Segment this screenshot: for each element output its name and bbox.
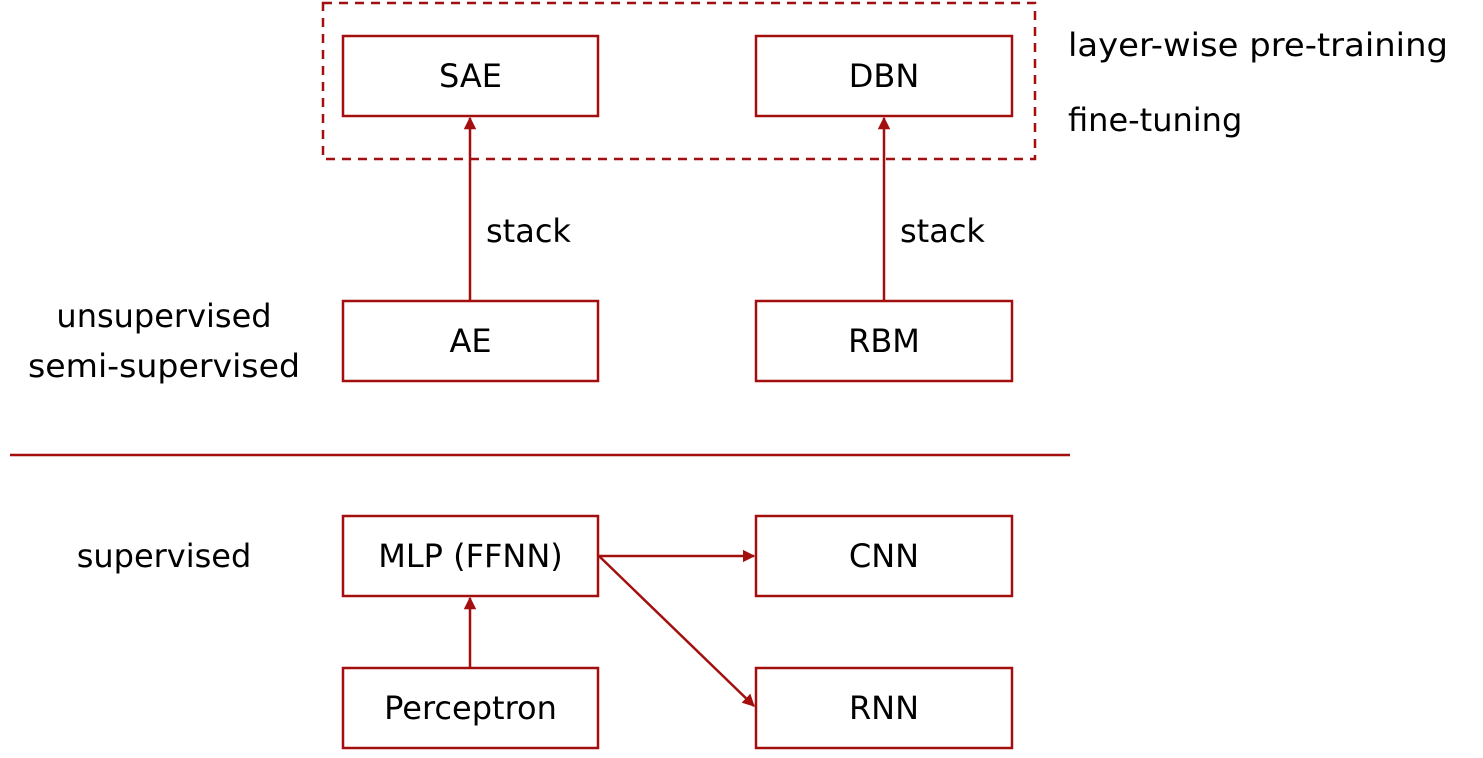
edge-label-stack-left: stack [486, 212, 571, 250]
node-perceptron: Perceptron [341, 666, 600, 750]
annotation-unsupervised: unsupervised [56, 297, 271, 335]
annotation-supervised: supervised [77, 537, 252, 575]
annotation-finetuning: fine-tuning [1068, 101, 1242, 139]
node-ae-label: AE [449, 322, 491, 360]
node-ae: AE [341, 299, 600, 383]
node-perceptron-label: Perceptron [384, 689, 557, 727]
node-dbn: DBN [754, 34, 1014, 118]
node-cnn-label: CNN [849, 537, 919, 575]
node-rbm: RBM [754, 299, 1014, 383]
annotation-pretraining: layer-wise pre-training [1068, 26, 1448, 64]
node-cnn: CNN [754, 514, 1014, 598]
node-mlp-label: MLP (FFNN) [378, 537, 563, 575]
node-sae-label: SAE [439, 57, 502, 95]
annotation-semi-supervised: semi-supervised [28, 347, 300, 385]
node-rbm-label: RBM [848, 322, 920, 360]
node-rnn-label: RNN [849, 689, 919, 727]
node-sae: SAE [341, 34, 600, 118]
edge-label-stack-right: stack [900, 212, 985, 250]
node-dbn-label: DBN [849, 57, 920, 95]
node-mlp: MLP (FFNN) [341, 514, 600, 598]
pretraining-group-box [321, 1, 1037, 161]
edge-mlp-to-rnn [598, 555, 755, 707]
node-rnn: RNN [754, 666, 1014, 750]
